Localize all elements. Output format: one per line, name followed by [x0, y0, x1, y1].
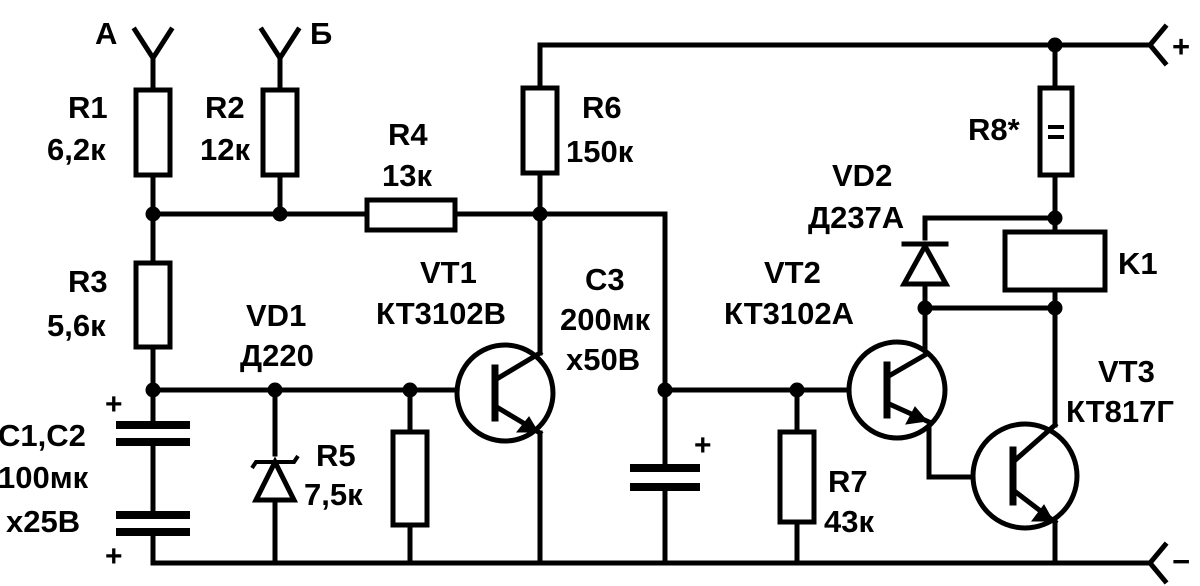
r1-value: 6,2к — [47, 132, 106, 167]
r4-ref: R4 — [388, 117, 428, 152]
resistor-r8: R8* — [968, 85, 1075, 178]
c12-ref: C1,C2 — [0, 418, 86, 453]
c12-plus-top: + — [105, 388, 123, 421]
vt1-ref: VT1 — [420, 255, 477, 290]
input-b-label: Б — [310, 16, 332, 51]
capacitor-c1-c2: + + C1,C2 100мк x25B — [0, 388, 190, 573]
r2-value: 12к — [200, 132, 250, 167]
r1-ref: R1 — [68, 90, 108, 125]
c3-ref: C3 — [585, 262, 625, 297]
resistor-r1: R1 6,2к — [47, 87, 173, 178]
r4-value: 13к — [382, 158, 432, 193]
vt1-type: КТ3102В — [376, 296, 506, 331]
c12-plus-bottom: + — [105, 540, 123, 573]
wires — [150, 42, 1153, 566]
capacitor-c3: + C3 200мк x50B — [560, 262, 712, 491]
diode-vd2: VD2 Д237А — [808, 158, 951, 287]
resistor-r6: R6 150к — [520, 85, 634, 176]
resistor-r5: R5 7,5к — [304, 429, 430, 528]
vt2-type: КТ3102А — [724, 296, 854, 331]
resistor-r4: R4 13к — [364, 117, 458, 233]
r7-value: 43к — [824, 504, 874, 539]
vd1-ref: VD1 — [246, 298, 306, 333]
vd2-ref: VD2 — [832, 158, 892, 193]
vd2-type: Д237А — [808, 200, 904, 235]
vt3-type: КТ817Г — [1066, 394, 1174, 429]
r7-ref: R7 — [828, 464, 868, 499]
resistor-r3: R3 5,6к — [47, 260, 173, 350]
supply-plus-label: + — [1172, 29, 1190, 64]
r3-value: 5,6к — [47, 308, 106, 343]
resistor-r7: R7 43к — [777, 429, 874, 539]
r6-ref: R6 — [582, 90, 622, 125]
relay-k1: K1 — [1002, 229, 1158, 293]
c3-plus: + — [694, 429, 712, 462]
r5-value: 7,5к — [304, 477, 363, 512]
supply-minus-terminal: − — [1146, 541, 1190, 585]
resistor-r2: R2 12к — [200, 87, 300, 178]
input-b-terminal: Б — [258, 16, 332, 63]
r3-ref: R3 — [68, 264, 108, 299]
junction-dots — [145, 37, 1063, 398]
transistor-vt3: VT3 КТ817Г — [970, 354, 1174, 531]
vd1-type: Д220 — [240, 338, 314, 373]
vt3-ref: VT3 — [1098, 354, 1155, 389]
supply-plus-terminal: + — [1146, 23, 1190, 67]
c3-voltage: x50B — [566, 342, 640, 377]
input-a-terminal: А — [95, 16, 175, 63]
diode-vd1: VD1 Д220 — [240, 298, 314, 503]
transistor-vt1: VT1 КТ3102В — [376, 255, 556, 444]
r8-ref: R8* — [968, 112, 1021, 147]
c12-voltage: x25B — [6, 504, 80, 539]
r2-ref: R2 — [205, 90, 245, 125]
vt2-ref: VT2 — [764, 255, 821, 290]
r5-ref: R5 — [316, 438, 356, 473]
input-a-label: А — [95, 16, 117, 51]
c3-value: 200мк — [560, 302, 651, 337]
k1-ref: K1 — [1118, 246, 1158, 281]
r6-value: 150к — [566, 134, 634, 169]
c12-value: 100мк — [0, 460, 89, 495]
supply-minus-label: − — [1172, 544, 1190, 579]
transistor-vt2: VT2 КТ3102А — [724, 255, 948, 441]
